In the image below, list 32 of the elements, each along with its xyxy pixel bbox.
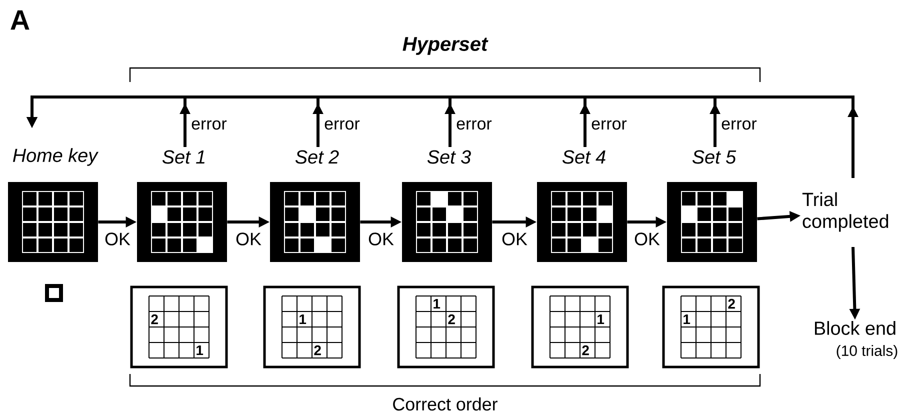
order-number: 1	[434, 298, 440, 309]
edge-label: OK	[234, 232, 262, 246]
order-number: 1	[300, 314, 306, 324]
order-number: 2	[151, 314, 158, 324]
panel-title: Set 4	[562, 150, 606, 164]
panel-letter: A	[10, 10, 30, 30]
panel-title: Set 5	[692, 150, 736, 164]
panel-title: Home key	[12, 148, 99, 166]
edge-label: OK	[104, 232, 132, 246]
bracket-label: Hyperset	[402, 37, 488, 55]
note-text: (10 trials)	[836, 345, 898, 359]
order-number: 1	[196, 345, 204, 356]
panel-title: Set 3	[427, 150, 471, 164]
panel-title: Set 1	[162, 150, 204, 164]
order-number: 1	[598, 314, 604, 324]
status-text: Block end	[815, 321, 896, 335]
order-number: 2	[582, 345, 589, 356]
panel-title: Set 2	[295, 150, 339, 164]
order-number: 2	[448, 314, 455, 324]
edge-label: error	[720, 119, 758, 131]
edge-label: error	[590, 119, 628, 131]
status-text: Trial completed	[802, 192, 888, 232]
bracket-label: Correct order	[393, 397, 498, 411]
edge-label: OK	[367, 232, 395, 246]
edge-label: OK	[500, 232, 528, 246]
order-number: 1	[684, 314, 690, 324]
edge-label: OK	[633, 232, 661, 246]
edge-label: error	[190, 119, 228, 131]
edge-label: error	[323, 119, 361, 131]
edge-label: error	[455, 119, 493, 131]
order-number: 2	[314, 345, 321, 356]
order-number: 2	[728, 298, 735, 309]
